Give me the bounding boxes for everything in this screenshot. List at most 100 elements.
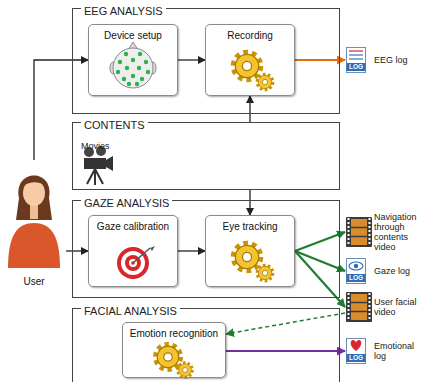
flow-arrow bbox=[226, 313, 345, 334]
node-label: Gaze log bbox=[374, 266, 410, 276]
process-box: Recording bbox=[205, 24, 295, 96]
output-item: Navigation through contents video bbox=[345, 210, 422, 254]
output-item: User facial video bbox=[345, 290, 422, 324]
navigation-video-icon bbox=[346, 217, 372, 247]
flow-arrow bbox=[178, 250, 205, 251]
gaze-log-icon bbox=[349, 262, 363, 270]
node-label: EEG log bbox=[374, 55, 408, 65]
recording-gears bbox=[258, 75, 273, 90]
calibration-target bbox=[150, 246, 155, 251]
eeg-head bbox=[118, 60, 122, 64]
flow-arrow bbox=[178, 59, 205, 60]
eeg-log-icon bbox=[349, 58, 363, 60]
flow-arrow bbox=[249, 96, 250, 122]
flow-arrow bbox=[66, 250, 88, 251]
node-label: Device setup bbox=[104, 30, 162, 42]
movie-camera bbox=[87, 169, 95, 184]
panel-note: Movies bbox=[81, 141, 110, 152]
movie-camera bbox=[84, 158, 106, 169]
gaze-log-icon bbox=[354, 264, 358, 268]
process-box: Device setup bbox=[88, 24, 178, 96]
flow-arrow bbox=[34, 60, 88, 160]
eeg-head bbox=[135, 82, 139, 86]
icon-tag: LOG bbox=[346, 63, 366, 71]
user-figure bbox=[16, 176, 52, 221]
user-figure bbox=[23, 179, 45, 187]
eye-tracking-gears bbox=[258, 266, 273, 281]
eeg-head bbox=[146, 70, 150, 74]
node-label: Gaze calibration bbox=[97, 221, 169, 233]
actor: User bbox=[2, 160, 66, 288]
calibration-target bbox=[117, 247, 149, 279]
flow-arrow bbox=[249, 190, 250, 215]
node-label: Recording bbox=[227, 30, 273, 42]
flow-arrow bbox=[295, 59, 345, 61]
node-label: User facial video bbox=[374, 297, 422, 317]
navigation-video-icon bbox=[346, 217, 372, 247]
flow-arrow bbox=[295, 251, 345, 307]
eeg-head bbox=[138, 52, 142, 56]
eeg-head bbox=[116, 52, 150, 86]
calibration-target bbox=[117, 246, 155, 279]
flow-arrow bbox=[226, 350, 345, 352]
recording-gears bbox=[234, 53, 260, 79]
eeg-log-icon bbox=[349, 54, 363, 56]
eeg-head bbox=[144, 60, 148, 64]
icon-tag: LOG bbox=[346, 274, 366, 282]
eeg-head bbox=[113, 48, 153, 88]
eeg-log-icon bbox=[347, 48, 366, 73]
panel-title: EEG ANALYSIS bbox=[81, 4, 166, 18]
flow-arrow bbox=[295, 232, 345, 251]
emotion-gears bbox=[156, 345, 180, 369]
emotional-log-icon bbox=[351, 340, 362, 351]
eye-tracking-gears bbox=[234, 244, 273, 281]
facial-video-icon bbox=[346, 292, 372, 322]
panel-title: FACIAL ANALYSIS bbox=[81, 304, 180, 318]
eeg-head bbox=[131, 74, 135, 78]
eeg-log-icon bbox=[347, 48, 366, 73]
node-label: User bbox=[23, 276, 44, 288]
eeg-head bbox=[122, 77, 126, 81]
eeg-head bbox=[137, 66, 141, 70]
calibration-target bbox=[133, 248, 150, 263]
gaze-log-icon bbox=[347, 259, 366, 284]
emotional-log-icon bbox=[347, 339, 366, 364]
user-figure bbox=[8, 176, 60, 269]
emotion-gears bbox=[178, 363, 192, 377]
node-label: Emotion recognition bbox=[130, 328, 218, 340]
process-box: Gaze calibration bbox=[88, 215, 178, 287]
eeg-head bbox=[140, 77, 144, 81]
recording-gears bbox=[234, 53, 273, 90]
node-label: Eye tracking bbox=[222, 221, 277, 233]
eeg-head bbox=[125, 66, 129, 70]
group-panel: Gaze calibrationEye trackingGAZE ANALYSI… bbox=[72, 200, 340, 298]
eeg-head bbox=[116, 70, 120, 74]
emotion-gears bbox=[156, 345, 192, 377]
user-figure bbox=[8, 223, 60, 268]
icon-tag: LOG bbox=[346, 354, 366, 362]
facial-video-icon bbox=[346, 292, 372, 322]
movie-camera bbox=[106, 156, 113, 171]
eeg-head bbox=[131, 58, 135, 62]
eeg-log-icon bbox=[349, 50, 363, 52]
eeg-head bbox=[124, 52, 128, 56]
node-label: Navigation through contents video bbox=[374, 212, 422, 252]
node-label: Emotional log bbox=[374, 341, 421, 361]
process-box: Eye tracking bbox=[205, 215, 295, 287]
group-panel: Device setupRecordingEEG ANALYSIS bbox=[72, 8, 340, 114]
gaze-log-icon bbox=[347, 259, 366, 284]
group-panel: Emotion recognitionFACIAL ANALYSIS bbox=[72, 308, 340, 382]
movie-camera bbox=[95, 169, 103, 184]
eye-tracking-gears bbox=[234, 244, 260, 270]
process-box: Emotion recognition bbox=[122, 322, 226, 378]
panel-title: GAZE ANALYSIS bbox=[81, 196, 172, 210]
panel-title: CONTENTS bbox=[81, 118, 148, 132]
eeg-head bbox=[127, 82, 131, 86]
eeg-head bbox=[110, 42, 156, 88]
emotional-log-icon bbox=[347, 339, 366, 364]
movie-camera bbox=[84, 146, 113, 185]
group-panel: CONTENTSMovies bbox=[72, 122, 340, 190]
